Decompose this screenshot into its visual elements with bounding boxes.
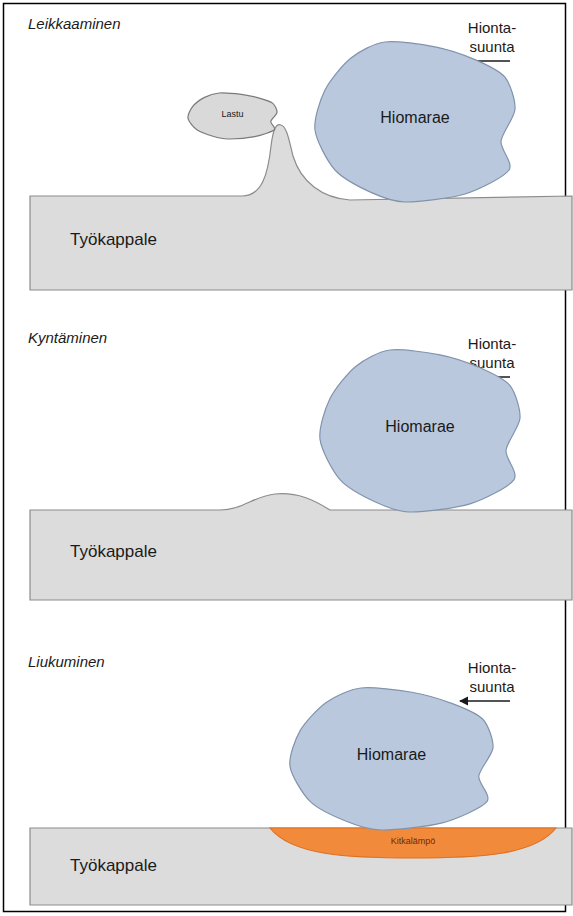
workpiece-shape — [30, 828, 572, 905]
friction-heat-zone: Kitkalämpö — [270, 828, 556, 858]
workpiece: Työkappale — [30, 508, 572, 600]
abrasive-grain-label: Hiomarae — [315, 108, 515, 127]
workpiece: Työkappale — [30, 196, 572, 290]
chip-shape — [188, 93, 277, 139]
abrasive-grain: Hiomarae — [290, 688, 493, 830]
direction-label: Hionta- suunta — [457, 658, 527, 696]
abrasive-grain: Hiomarae — [320, 350, 520, 512]
workpiece-shape — [30, 494, 572, 600]
abrasive-grain: Hiomarae — [315, 42, 515, 202]
panel-title: Liukuminen — [28, 652, 105, 671]
friction-heat-zone-label: Kitkalämpö — [270, 836, 556, 847]
abrasive-grain-shape — [320, 350, 520, 512]
workpiece-label: Työkappale — [70, 230, 157, 250]
abrasive-grain-shape — [315, 42, 515, 202]
chip: Lastu — [188, 93, 277, 139]
abrasive-grain-shape — [290, 688, 493, 830]
panel-title: Leikkaaminen — [28, 14, 121, 33]
abrasive-grain-label: Hiomarae — [290, 745, 493, 764]
panel-title: Kyntäminen — [28, 328, 107, 347]
direction-arrow — [460, 700, 510, 701]
workpiece-label: Työkappale — [70, 542, 157, 562]
abrasive-grain-label: Hiomarae — [320, 417, 520, 436]
chip-label: Lastu — [188, 109, 277, 120]
direction-label: Hionta- suunta — [457, 18, 527, 56]
workpiece-shape — [30, 125, 572, 290]
workpiece: Työkappale Kitkalämpö — [30, 828, 572, 905]
friction-heat-zone-shape — [270, 828, 556, 858]
workpiece-label: Työkappale — [70, 856, 157, 876]
